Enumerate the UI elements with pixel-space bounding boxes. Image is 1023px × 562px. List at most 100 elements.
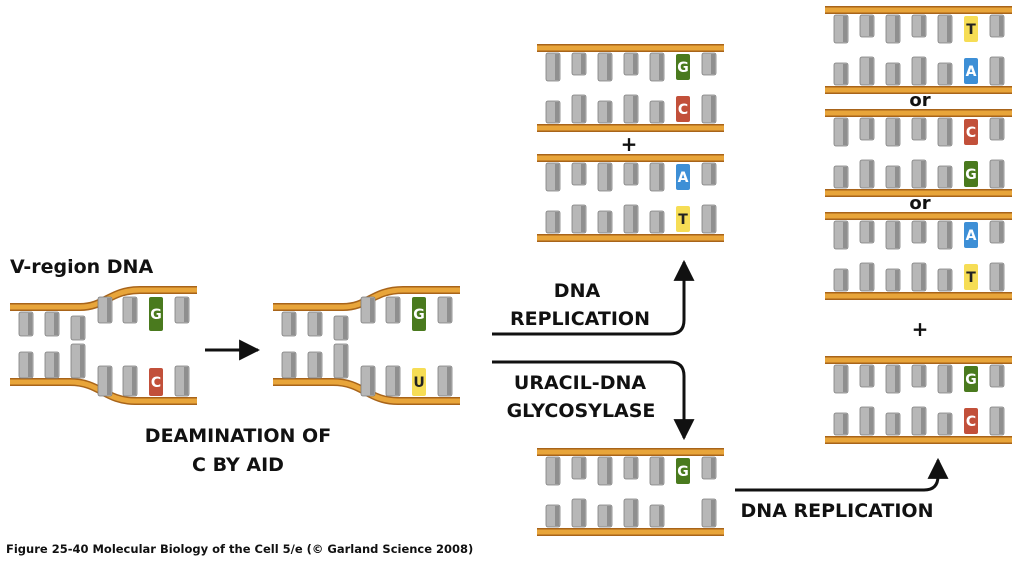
- bottom-base-shade: [869, 408, 873, 434]
- top-base-shade: [999, 119, 1003, 139]
- bottom-mutant-base-letter: G: [965, 167, 977, 183]
- bottom-base-shade: [921, 161, 925, 187]
- top-mutant-base-letter: A: [678, 170, 689, 186]
- top-base-shade: [370, 298, 374, 322]
- top-mutant-base-letter: G: [965, 372, 977, 388]
- bottom-mutant-base-letter: T: [966, 270, 976, 286]
- bottom-base-shade: [843, 414, 847, 434]
- bottom-mutant-base: [676, 96, 690, 122]
- top-base-shade: [633, 458, 637, 478]
- top-base-shade: [895, 366, 899, 392]
- bottom-base-shade: [711, 206, 715, 232]
- deamination-label-line2: C BY AID: [192, 454, 284, 476]
- bottom-base-shade: [184, 367, 188, 395]
- bottom-base-shade: [843, 167, 847, 187]
- top-base-shade: [54, 313, 58, 335]
- bottom-base-shade: [581, 206, 585, 232]
- top-base-shade: [921, 16, 925, 36]
- bottom-mutant-base-letter: U: [413, 375, 424, 391]
- bottom-mutant-base-letter: C: [151, 375, 161, 391]
- top-mutant-base: [676, 458, 690, 484]
- top-base-shade: [581, 458, 585, 478]
- bottom-base-shade: [633, 206, 637, 232]
- bottom-base-shade: [581, 96, 585, 122]
- top-base-shade: [659, 164, 663, 190]
- top-base-shade: [555, 164, 559, 190]
- duplex-replicated-at: AT: [537, 154, 724, 242]
- bottom-base-shade: [869, 264, 873, 290]
- bottom-base-shade: [999, 161, 1003, 187]
- bottom-mutant-base-letter: T: [678, 212, 688, 228]
- top-mutant-base: [149, 297, 163, 331]
- top-base-shade: [999, 16, 1003, 36]
- bottom-base-shade: [80, 345, 84, 377]
- bottom-base-shade: [607, 212, 611, 232]
- bottom-base-shade: [999, 58, 1003, 84]
- or-label-1: or: [909, 90, 930, 111]
- top-base-shade: [28, 313, 32, 335]
- bottom-base-shade: [659, 212, 663, 232]
- top-mutant-base-letter: A: [966, 228, 977, 244]
- dna-replication-lower-label: DNA REPLICATION: [741, 500, 934, 522]
- top-base-shade: [843, 16, 847, 42]
- bottom-base-shade: [317, 353, 321, 377]
- bottom-base-shade: [291, 353, 295, 377]
- top-base-shade: [921, 222, 925, 242]
- top-mutant-base: [964, 16, 978, 42]
- bottom-base-shade: [581, 500, 585, 526]
- top-base-shade: [291, 313, 295, 335]
- plus-sign-right: +: [912, 317, 929, 341]
- duplex-original: GC: [10, 286, 197, 405]
- top-mutant-base-letter: C: [966, 125, 976, 141]
- duplex-excised: G: [537, 448, 724, 536]
- top-base-shade: [659, 54, 663, 80]
- bottom-base-shade: [947, 167, 951, 187]
- figure-caption: Figure 25-40 Molecular Biology of the Ce…: [6, 542, 473, 556]
- top-base-shade: [581, 54, 585, 74]
- bottom-base-shade: [54, 353, 58, 377]
- top-mutant-base-letter: G: [677, 464, 689, 480]
- top-base-shade: [395, 298, 399, 322]
- bottom-mutant-base: [412, 368, 426, 396]
- top-base-shade: [581, 164, 585, 184]
- uracil-label-line2: GLYCOSYLASE: [507, 400, 656, 422]
- bottom-base-shade: [895, 167, 899, 187]
- top-base-shade: [607, 164, 611, 190]
- top-mutant-base: [412, 297, 426, 331]
- top-base-shade: [947, 119, 951, 145]
- bottom-base-shade: [132, 367, 136, 395]
- top-base-shade: [843, 366, 847, 392]
- bottom-base-shade: [843, 270, 847, 290]
- bottom-base-shade: [895, 270, 899, 290]
- glycosylase-arrow: [492, 360, 695, 441]
- bottom-base-shade: [869, 161, 873, 187]
- top-base-shade: [869, 119, 873, 139]
- bottom-base-shade: [711, 96, 715, 122]
- duplex-result-cg: CG: [825, 109, 1012, 197]
- bottom-base-shade: [895, 64, 899, 84]
- replication-lower-arrow: [735, 457, 949, 492]
- top-mutant-base-letter: G: [677, 60, 689, 76]
- bottom-base-shade: [343, 345, 347, 377]
- bottom-mutant-base-letter: A: [966, 64, 977, 80]
- duplex-result-at: AT: [825, 212, 1012, 300]
- bottom-base-shade: [947, 270, 951, 290]
- bottom-base-shade: [633, 96, 637, 122]
- bottom-base-shade: [555, 212, 559, 232]
- bottom-base-shade: [999, 408, 1003, 434]
- top-base-shade: [607, 54, 611, 80]
- bottom-base-shade: [921, 264, 925, 290]
- top-mutant-base-letter: G: [413, 307, 425, 323]
- top-base-shade: [895, 222, 899, 248]
- bottom-mutant-base: [676, 206, 690, 232]
- bottom-base-shade: [711, 500, 715, 526]
- duplex-result-ta: TA: [825, 6, 1012, 94]
- top-base-shade: [711, 458, 715, 478]
- top-base-shade: [107, 298, 111, 322]
- top-base-shade: [921, 366, 925, 386]
- top-mutant-base-letter: G: [150, 307, 162, 323]
- bottom-mutant-base: [964, 264, 978, 290]
- deamination-label-line1: DEAMINATION OF: [145, 425, 331, 447]
- bottom-mutant-base-letter: C: [966, 414, 976, 430]
